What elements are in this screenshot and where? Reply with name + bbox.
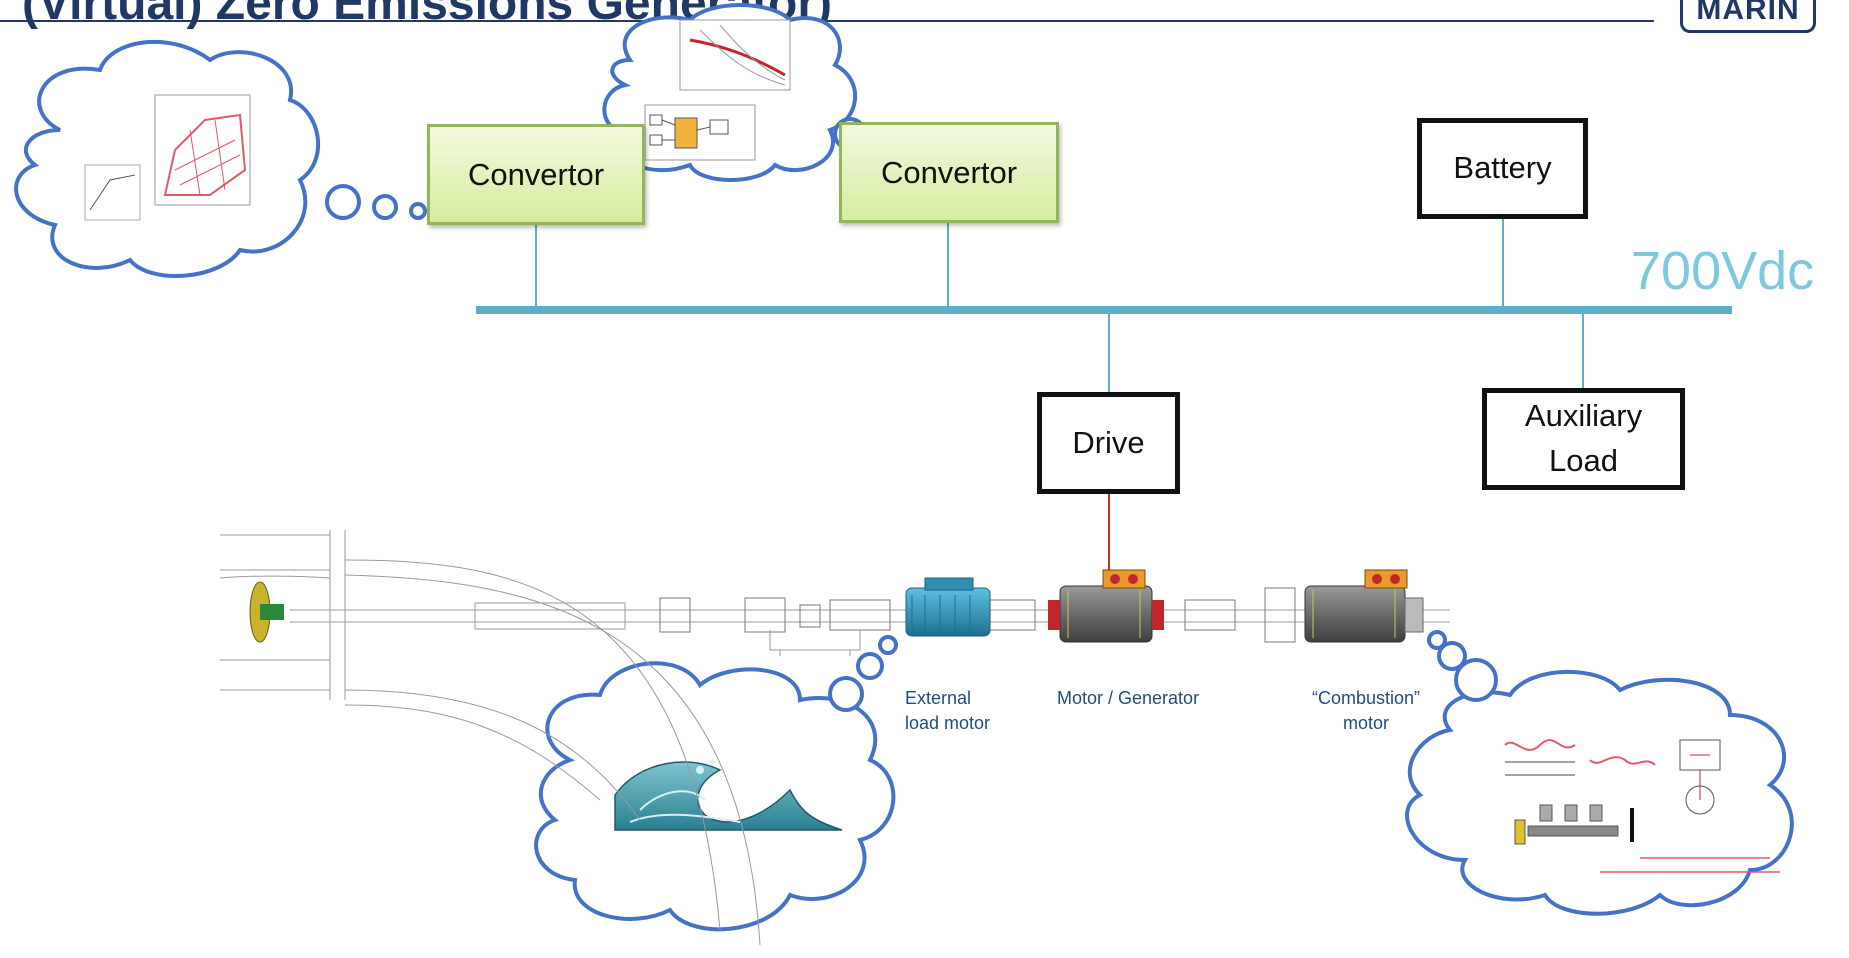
drive-label: Drive bbox=[1072, 424, 1145, 460]
thought-cloud-engine-model bbox=[1405, 630, 1794, 916]
auxiliary-load-label-line2: Load bbox=[1549, 443, 1618, 478]
drivetrain-drawing bbox=[219, 530, 1450, 946]
combustion-motor-caption-line2: motor bbox=[1342, 713, 1389, 733]
engine-model-thumbnail bbox=[1504, 739, 1780, 873]
motor-generator bbox=[1048, 569, 1164, 643]
marin-logo: MARIN bbox=[1680, 0, 1816, 33]
convertor-2-label: Convertor bbox=[880, 154, 1018, 190]
dc-bus bbox=[476, 306, 1732, 314]
external-load-motor-caption-line2: load motor bbox=[905, 713, 991, 733]
simulation-thumbnail bbox=[644, 19, 791, 161]
battery-label: Battery bbox=[1453, 150, 1552, 186]
compressor-map-thumbnail bbox=[84, 94, 251, 221]
motor-generator-caption: Motor / Generator bbox=[1057, 688, 1200, 708]
title-underline bbox=[0, 20, 1654, 22]
convertor-box-1: Convertor bbox=[427, 124, 645, 225]
wave-illustration bbox=[614, 759, 843, 831]
drive-box: Drive bbox=[1037, 392, 1180, 494]
external-load-motor-caption: External load motor bbox=[905, 686, 990, 736]
combustion-motor-caption: “Combustion” motor bbox=[1306, 686, 1426, 736]
combustion-motor bbox=[1304, 569, 1424, 643]
convertor-1-label: Convertor bbox=[467, 156, 605, 192]
convertor-box-2: Convertor bbox=[839, 122, 1059, 223]
external-load-motor-caption-line1: External bbox=[905, 688, 972, 708]
bus-voltage-label: 700Vdc bbox=[1631, 241, 1815, 301]
battery-box: Battery bbox=[1417, 118, 1588, 219]
propeller bbox=[249, 581, 284, 643]
combustion-motor-caption-line1: “Combustion” bbox=[1311, 688, 1421, 708]
auxiliary-load-label-line1: Auxiliary bbox=[1524, 398, 1643, 434]
thought-cloud-wave bbox=[534, 635, 898, 932]
auxiliary-load-box: Auxiliary Load bbox=[1482, 388, 1685, 490]
external-load-motor bbox=[905, 577, 991, 637]
